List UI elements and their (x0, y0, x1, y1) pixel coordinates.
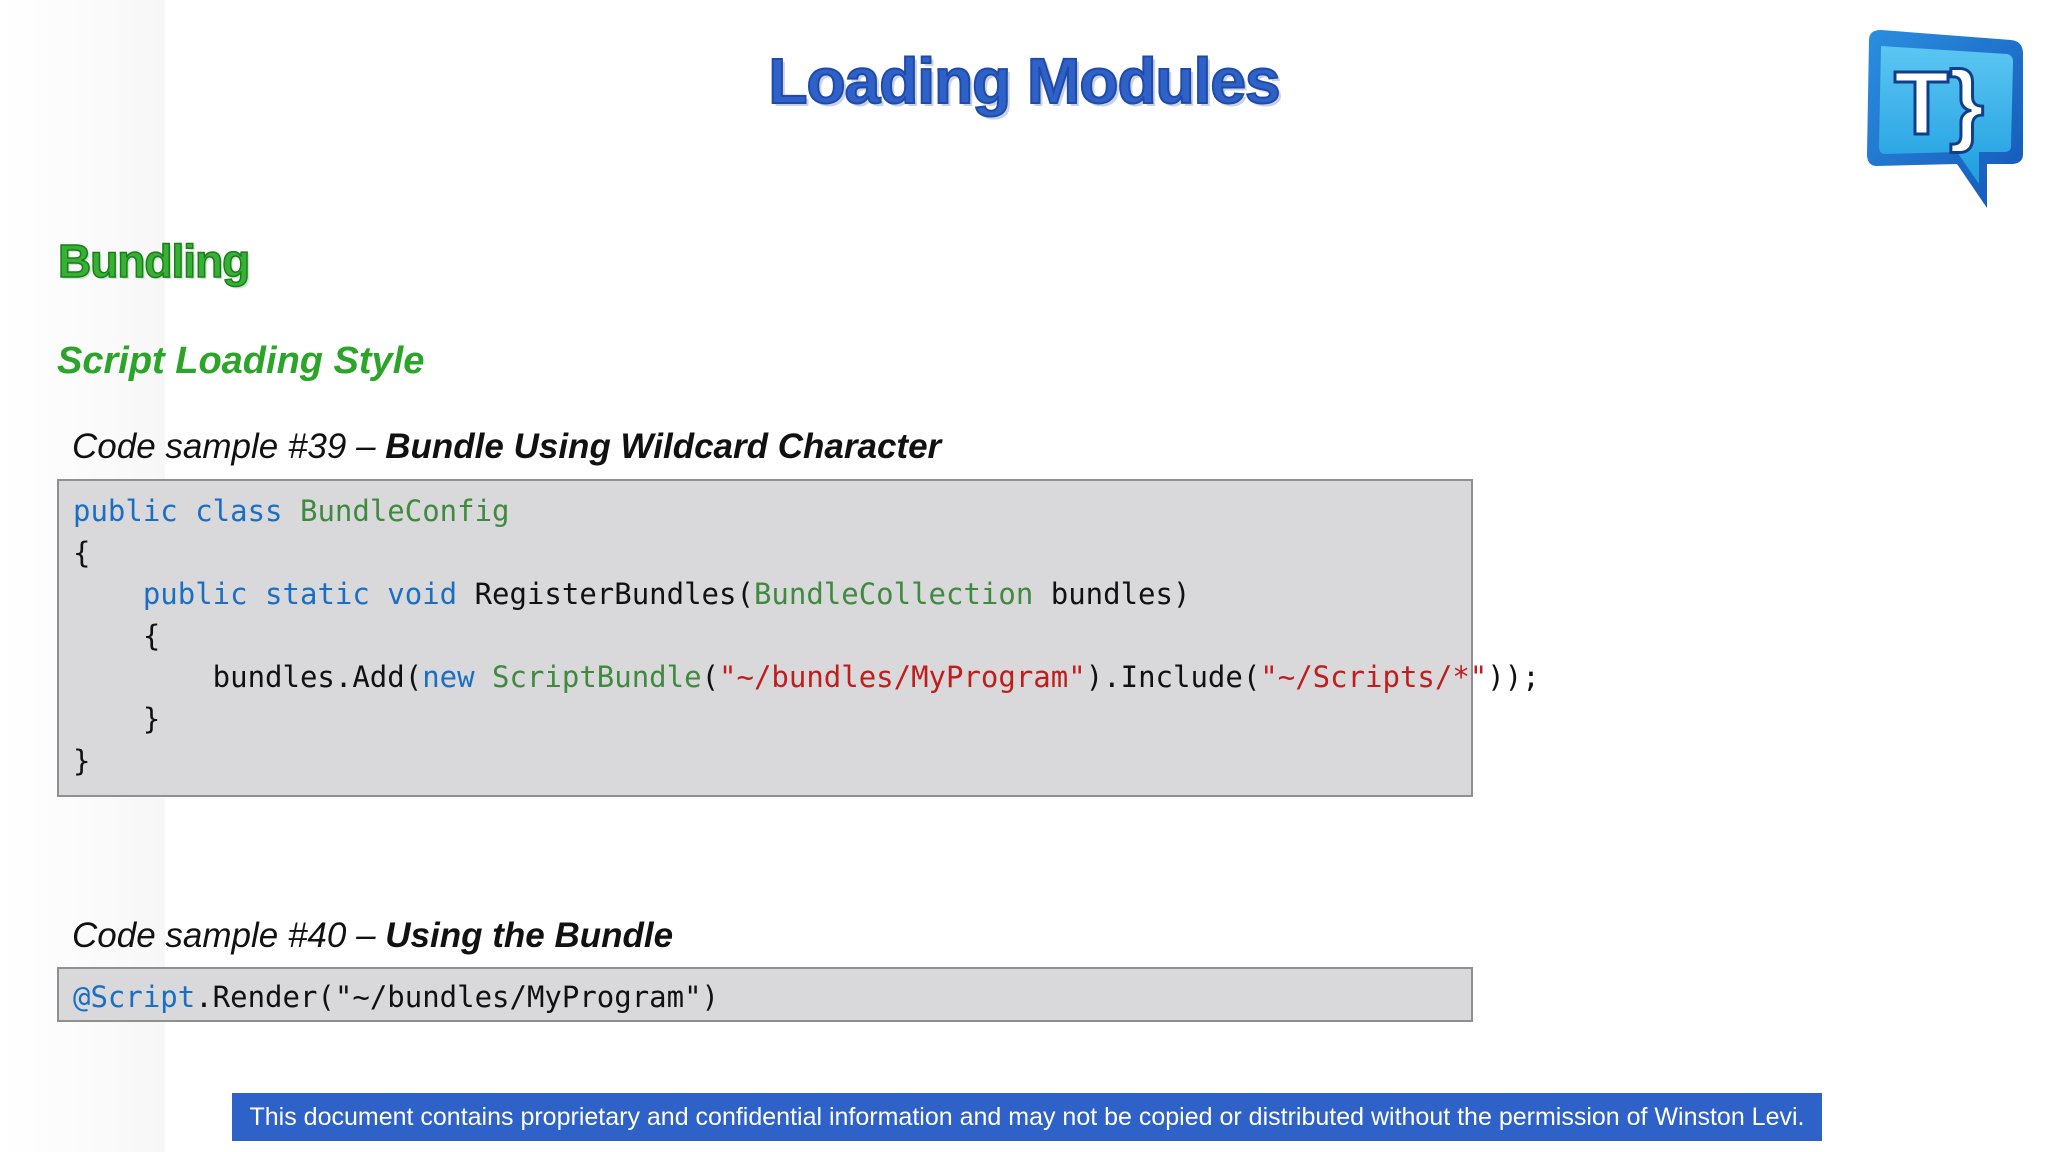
code-line: public class BundleConfig (73, 491, 1457, 533)
code-token: RegisterBundles( (474, 577, 754, 612)
code-token: } (73, 701, 161, 736)
code-line: @Script.Render("~/bundles/MyProgram") (73, 977, 1457, 1019)
code-token: "~/bundles/MyProgram" (719, 660, 1086, 695)
code-token: ( (701, 660, 720, 695)
code-token: )); (1487, 660, 1540, 695)
code-token: ScriptBundle (492, 660, 702, 695)
section-heading: Bundling (57, 234, 251, 288)
caption-prefix: Code sample #39 – (72, 427, 386, 466)
sub-heading: Script Loading Style (57, 340, 425, 382)
code-token: BundleConfig (299, 494, 510, 528)
caption-title: Bundle Using Wildcard Character (385, 427, 942, 466)
confidentiality-footer: This document contains proprietary and c… (232, 1093, 1822, 1141)
code-line: { (73, 616, 1457, 658)
code-token: public static void (142, 577, 475, 612)
caption-title: Using the Bundle (385, 916, 674, 955)
logo-letters: T} (1894, 54, 1984, 154)
code-token: { (73, 535, 91, 570)
code-line: bundles.Add(new ScriptBundle("~/bundles/… (73, 657, 1540, 699)
code-block: @Script.Render("~/bundles/MyProgram") (57, 967, 1473, 1022)
code-token: @Script (73, 980, 196, 1014)
code-line: } (73, 699, 1457, 741)
code-token: ).Include( (1085, 660, 1261, 695)
code-line: { (73, 533, 1457, 575)
code-token: { (73, 618, 161, 653)
code-sample-caption: Code sample #40 – Using the Bundle (72, 916, 673, 956)
code-line: public static void RegisterBundles(Bundl… (73, 574, 1457, 616)
slide-title: Loading Modules (767, 44, 1281, 118)
speech-bubble-logo-icon: T} (1861, 26, 2029, 210)
code-block: public class BundleConfig{ public static… (57, 479, 1540, 797)
code-token: bundles.Add( (73, 660, 423, 695)
code-token: } (73, 743, 91, 778)
code-token: new (422, 660, 493, 695)
code-token: public class (73, 494, 300, 528)
code-sample-caption: Code sample #39 – Bundle Using Wildcard … (72, 427, 941, 467)
code-token: .Render("~/bundles/MyProgram") (195, 980, 720, 1014)
code-token: bundles) (1033, 577, 1191, 612)
code-token: "~/Scripts/*" (1260, 660, 1488, 695)
code-line: } (73, 741, 1457, 783)
code-token: BundleCollection (753, 577, 1034, 612)
caption-prefix: Code sample #40 – (72, 916, 386, 955)
code-token (73, 577, 143, 611)
